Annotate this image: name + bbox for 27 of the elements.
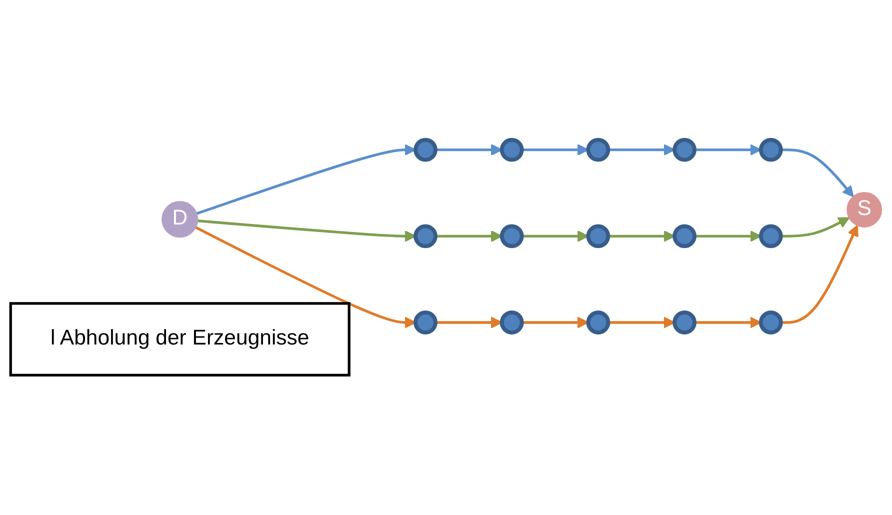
node-circle: [500, 310, 524, 334]
node-circle: S: [846, 192, 882, 228]
arrow: [435, 316, 502, 328]
node-circle: [758, 310, 783, 334]
node-circle: [672, 310, 696, 334]
node-circle: [500, 224, 524, 248]
node-box: l Abholung der Erzeugnisse: [9, 302, 350, 376]
node-circle: [672, 224, 696, 248]
node-circle: [758, 138, 783, 162]
node-circle: [586, 138, 610, 162]
arrow: [435, 144, 502, 156]
arrow: [694, 144, 762, 156]
node-circle: [414, 310, 438, 334]
arrow: [435, 230, 502, 242]
arrow: [694, 230, 762, 242]
node-circle: [758, 224, 783, 248]
node-circle: [414, 224, 438, 248]
node-circle: D: [162, 201, 198, 238]
node-circle: [586, 224, 610, 248]
node-circle: [586, 310, 610, 334]
node-circle: [414, 138, 438, 162]
node-circle: [500, 138, 524, 162]
node-circle: [672, 138, 696, 162]
arrow: [780, 148, 854, 198]
arrow: [780, 217, 850, 238]
arrow: [694, 316, 762, 328]
arrow: [780, 224, 858, 324]
